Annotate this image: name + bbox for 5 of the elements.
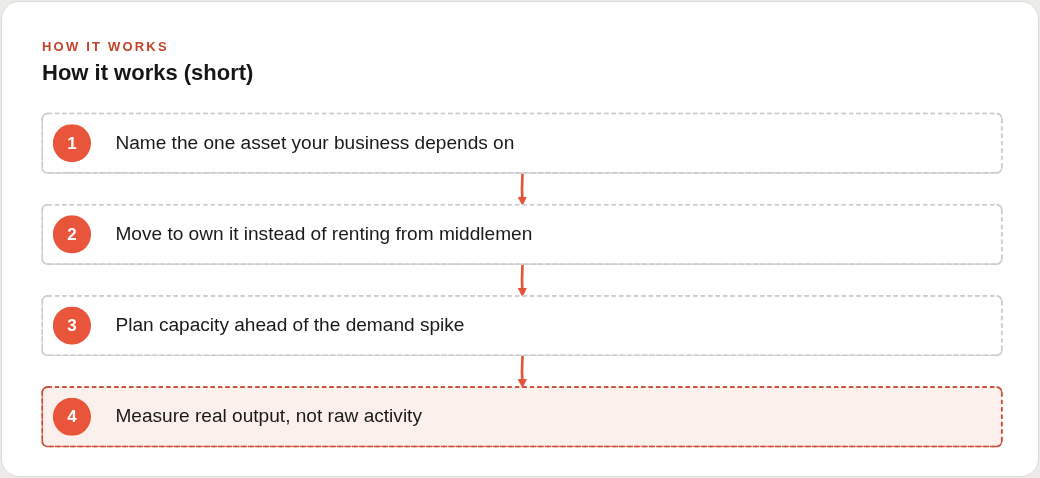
- arrow: [517, 355, 527, 389]
- diagram-title: How it works (short): [42, 60, 254, 86]
- arrow: [517, 264, 527, 297]
- arrow: [517, 173, 527, 206]
- eyebrow-label: HOW IT WORKS: [42, 39, 169, 54]
